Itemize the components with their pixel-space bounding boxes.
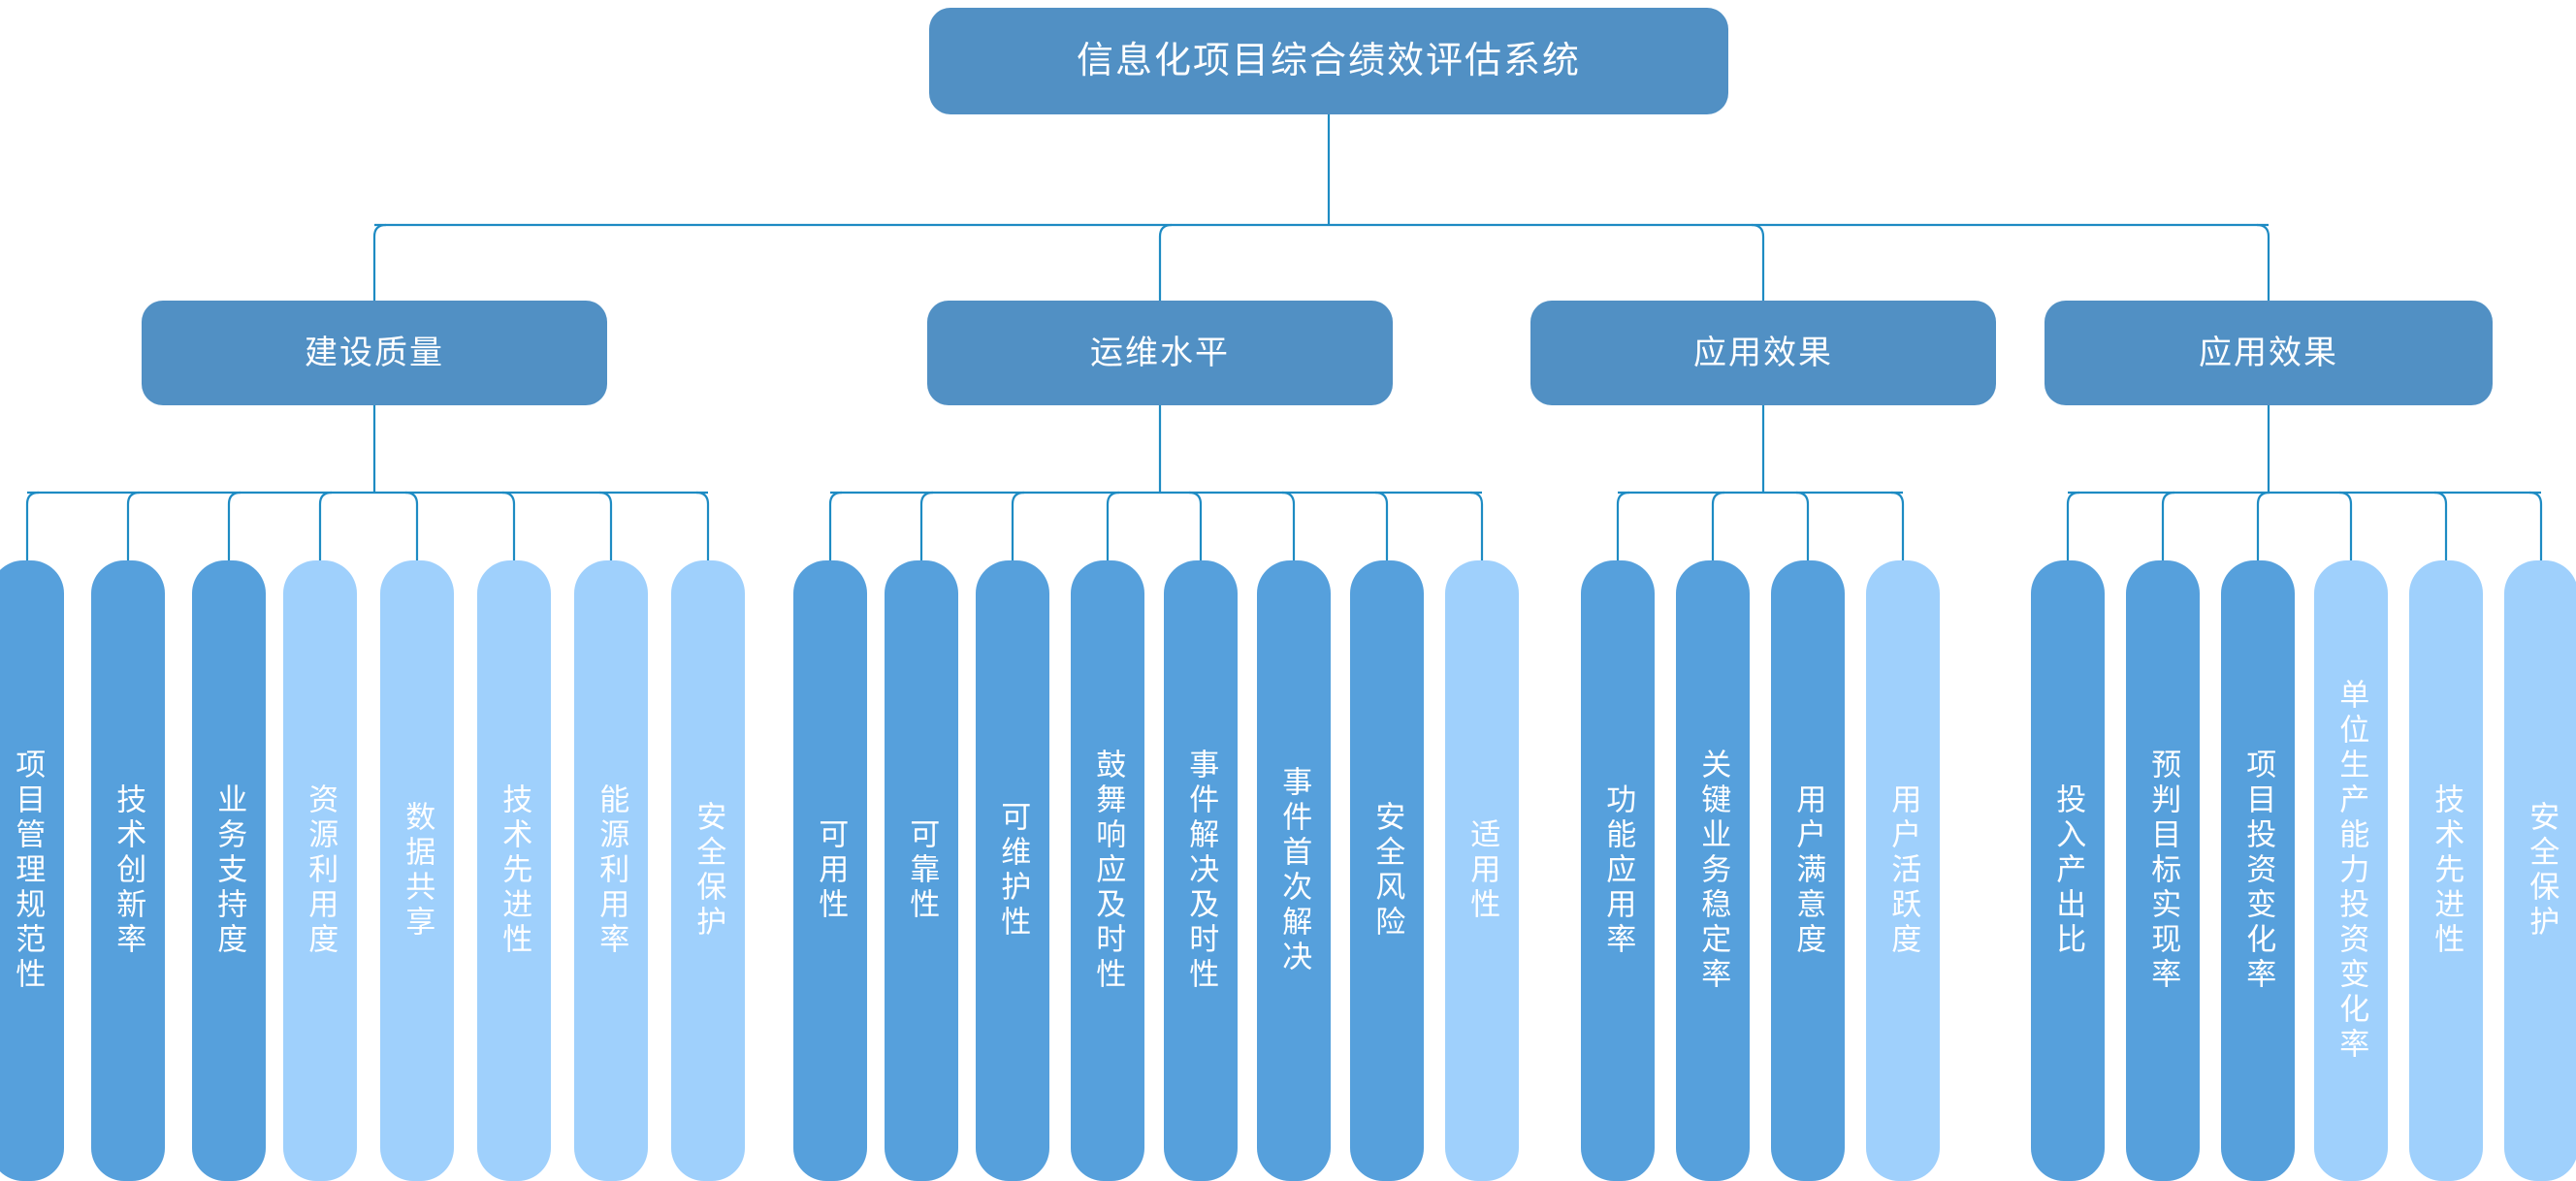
- leaf-node-label: 业务支持度: [212, 783, 247, 958]
- leaf-node-label: 用户活跃度: [1886, 783, 1921, 958]
- connector: [1158, 223, 1173, 301]
- leaf-node-label: 安全保护: [2525, 801, 2560, 941]
- leaf-node-label: 安全保护: [692, 801, 726, 941]
- leaf-node-label: 事件首次解决: [1277, 766, 1312, 975]
- leaf-node-label: 可靠性: [905, 818, 940, 923]
- connector: [919, 491, 934, 560]
- leaf-node-label: 技术先进性: [2430, 783, 2464, 958]
- branch-node-2[interactable]: 运维水平: [927, 301, 1393, 405]
- leaf-node-4-2[interactable]: 预判目标实现率: [2126, 560, 2200, 1181]
- connector: [1890, 491, 1905, 560]
- leaf-node-label: 鼓舞响应及时性: [1091, 749, 1126, 993]
- connector: [1374, 491, 1389, 560]
- leaf-node-3-3[interactable]: 用户满意度: [1771, 560, 1845, 1181]
- branch-node-3[interactable]: 应用效果: [1530, 301, 1996, 405]
- leaf-node-1-2[interactable]: 技术创新率: [91, 560, 165, 1181]
- leaf-node-1-1[interactable]: 项目管理规范性: [0, 560, 64, 1181]
- connector: [1751, 223, 1765, 301]
- connector: [1106, 491, 1120, 560]
- leaf-node-4-3[interactable]: 项目投资变化率: [2221, 560, 2295, 1181]
- leaf-node-label: 项目管理规范性: [11, 749, 46, 993]
- leaf-node-label: 资源利用度: [304, 783, 338, 958]
- branch-node-label: 应用效果: [1693, 334, 1833, 371]
- branch-node-4[interactable]: 应用效果: [2045, 301, 2493, 405]
- branch-node-label: 应用效果: [2199, 334, 2338, 371]
- leaf-node-1-4[interactable]: 资源利用度: [283, 560, 357, 1181]
- connector: [598, 491, 613, 560]
- connector: [2338, 491, 2353, 560]
- leaf-node-label: 安全风险: [1370, 801, 1405, 941]
- connector: [2161, 491, 2175, 560]
- leaf-node-label: 单位生产能力投资变化率: [2334, 679, 2369, 1063]
- leaf-node-label: 关键业务稳定率: [1696, 749, 1731, 993]
- leaf-node-label: 能源利用率: [595, 783, 629, 958]
- leaf-node-label: 项目投资变化率: [2241, 749, 2276, 993]
- leaf-node-3-2[interactable]: 关键业务稳定率: [1676, 560, 1750, 1181]
- branch-node-label: 建设质量: [305, 334, 444, 371]
- connector: [2256, 491, 2270, 560]
- leaf-node-4-6[interactable]: 安全保护: [2504, 560, 2576, 1181]
- leaf-node-label: 投入产出比: [2051, 783, 2086, 958]
- leaf-node-1-5[interactable]: 数据共享: [380, 560, 454, 1181]
- connector: [501, 491, 516, 560]
- connector: [2528, 491, 2543, 560]
- leaf-node-label: 可用性: [814, 818, 849, 923]
- leaf-node-label: 事件解决及时性: [1184, 749, 1219, 993]
- root-node-label: 信息化项目综合绩效评估系统: [1076, 40, 1581, 81]
- connector: [25, 491, 40, 560]
- leaf-node-3-4[interactable]: 用户活跃度: [1866, 560, 1940, 1181]
- connector: [1011, 491, 1025, 560]
- leaf-node-2-8[interactable]: 适用性: [1445, 560, 1519, 1181]
- connector: [1616, 491, 1630, 560]
- leaf-node-label: 可维护性: [996, 801, 1031, 941]
- leaf-node-label: 适用性: [1465, 818, 1500, 923]
- leaf-node-1-6[interactable]: 技术先进性: [477, 560, 551, 1181]
- leaf-node-2-1[interactable]: 可用性: [793, 560, 867, 1181]
- connector: [2433, 491, 2448, 560]
- connector: [1188, 491, 1203, 560]
- connector: [695, 491, 710, 560]
- leaf-node-2-2[interactable]: 可靠性: [885, 560, 958, 1181]
- connector: [372, 223, 387, 301]
- leaf-node-label: 功能应用率: [1601, 783, 1636, 958]
- leaf-node-4-1[interactable]: 投入产出比: [2031, 560, 2105, 1181]
- leaf-node-label: 数据共享: [401, 801, 435, 941]
- connector: [828, 491, 843, 560]
- leaf-node-2-6[interactable]: 事件首次解决: [1257, 560, 1331, 1181]
- connector: [227, 491, 242, 560]
- leaf-node-1-8[interactable]: 安全保护: [671, 560, 745, 1181]
- branch-node-1[interactable]: 建设质量: [142, 301, 607, 405]
- leaf-node-2-7[interactable]: 安全风险: [1350, 560, 1424, 1181]
- leaf-node-4-4[interactable]: 单位生产能力投资变化率: [2314, 560, 2388, 1181]
- leaf-node-label: 技术先进性: [498, 783, 532, 958]
- leaf-node-1-7[interactable]: 能源利用率: [574, 560, 648, 1181]
- root-node[interactable]: 信息化项目综合绩效评估系统: [929, 8, 1728, 114]
- leaf-node-1-3[interactable]: 业务支持度: [192, 560, 266, 1181]
- connector: [2256, 223, 2270, 301]
- leaf-node-2-5[interactable]: 事件解决及时性: [1164, 560, 1238, 1181]
- leaf-node-2-3[interactable]: 可维护性: [976, 560, 1049, 1181]
- branch-node-label: 运维水平: [1090, 334, 1230, 371]
- connector: [1281, 491, 1296, 560]
- connector: [1469, 491, 1484, 560]
- leaf-node-2-4[interactable]: 鼓舞响应及时性: [1071, 560, 1144, 1181]
- connector: [2066, 491, 2080, 560]
- connector: [1711, 491, 1725, 560]
- leaf-node-label: 技术创新率: [112, 783, 146, 958]
- leaf-node-label: 预判目标实现率: [2146, 749, 2181, 993]
- leaf-node-3-1[interactable]: 功能应用率: [1581, 560, 1655, 1181]
- connector: [318, 491, 333, 560]
- connector: [1795, 491, 1810, 560]
- connector: [404, 491, 419, 560]
- leaf-node-4-5[interactable]: 技术先进性: [2409, 560, 2483, 1181]
- connector: [126, 491, 141, 560]
- leaf-node-label: 用户满意度: [1791, 783, 1826, 958]
